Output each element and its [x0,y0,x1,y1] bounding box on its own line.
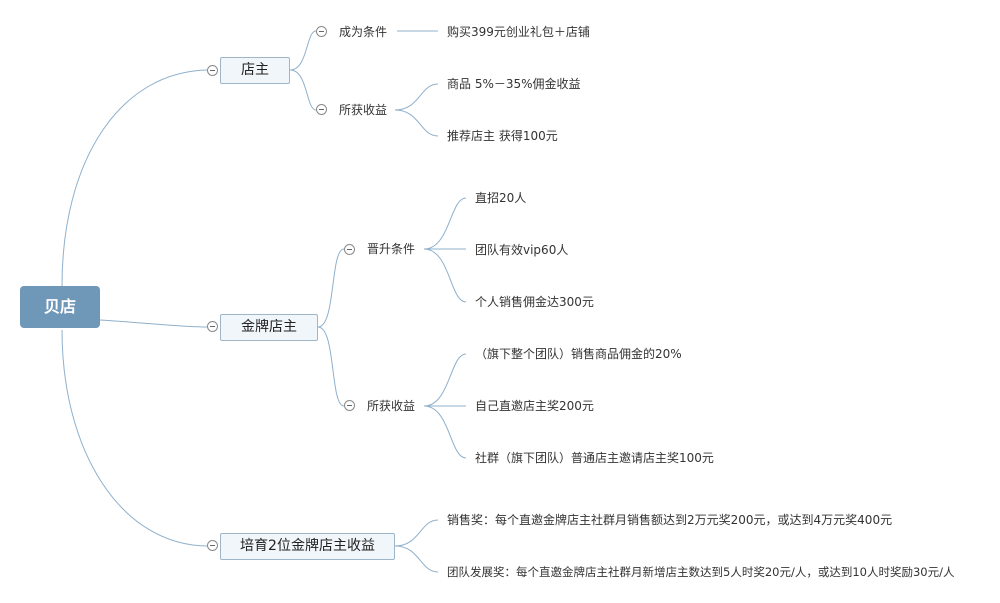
connector-root-jinpai [99,319,208,328]
connector-income-item1 [394,83,439,111]
connector-peiyu-item1 [394,519,439,547]
connector-root-dianzhu [61,69,208,287]
leaf-item[interactable]: 推荐店主 获得100元 [447,129,558,143]
connector-peiyu-item2 [394,545,439,573]
leaf-item[interactable]: 直招20人 [475,191,527,205]
subtopic-income[interactable]: 所获收益 [339,103,388,117]
collapse-toggle-icon[interactable] [207,65,218,76]
leaf-item[interactable]: 社群（旗下团队）普通店主邀请店主奖100元 [475,451,714,465]
leaf-item[interactable]: 个人销售佣金达300元 [475,295,594,309]
subtopic-condition[interactable]: 成为条件 [339,25,388,39]
connector-income-item2 [394,109,439,137]
connector-dianzhu-condition [289,30,317,71]
connector-root-peiyu [61,329,208,547]
connector-jinpai-promote [317,248,345,328]
connector-promote-item3 [423,248,467,303]
collapse-toggle-icon[interactable] [207,540,218,551]
leaf-item[interactable]: 团队有效vip60人 [475,243,569,257]
connector-jinpai-income-item3 [423,405,467,459]
subtopic-income[interactable]: 所获收益 [367,399,416,413]
leaf-item[interactable]: 商品 5%－35%佣金收益 [447,77,581,91]
subtopic-promote[interactable]: 晋升条件 [367,242,416,256]
collapse-toggle-icon[interactable] [344,244,355,255]
branch-node-dianzhu[interactable]: 店主 [220,57,290,84]
leaf-item[interactable]: 自己直邀店主奖200元 [475,399,594,413]
collapse-toggle-icon[interactable] [316,26,327,37]
leaf-item[interactable]: 购买399元创业礼包＋店铺 [447,25,590,39]
branch-node-peiyu[interactable]: 培育2位金牌店主收益 [220,533,395,560]
collapse-toggle-icon[interactable] [207,321,218,332]
leaf-item[interactable]: （旗下整个团队）销售商品佣金的20% [475,347,682,361]
leaf-item[interactable]: 团队发展奖：每个直邀金牌店主社群月新增店主数达到5人时奖20元/人，或达到10人… [447,565,955,579]
collapse-toggle-icon[interactable] [316,104,327,115]
connector-jinpai-income [317,326,345,407]
branch-node-jinpai[interactable]: 金牌店主 [220,314,318,341]
connector-jinpai-income-item1 [423,353,467,407]
connector-dianzhu-income [289,69,317,111]
collapse-toggle-icon[interactable] [344,400,355,411]
root-node[interactable]: 贝店 [20,286,100,328]
connector-promote-item1 [423,197,467,250]
leaf-item[interactable]: 销售奖：每个直邀金牌店主社群月销售额达到2万元奖200元，或达到4万元奖400元 [447,513,893,527]
